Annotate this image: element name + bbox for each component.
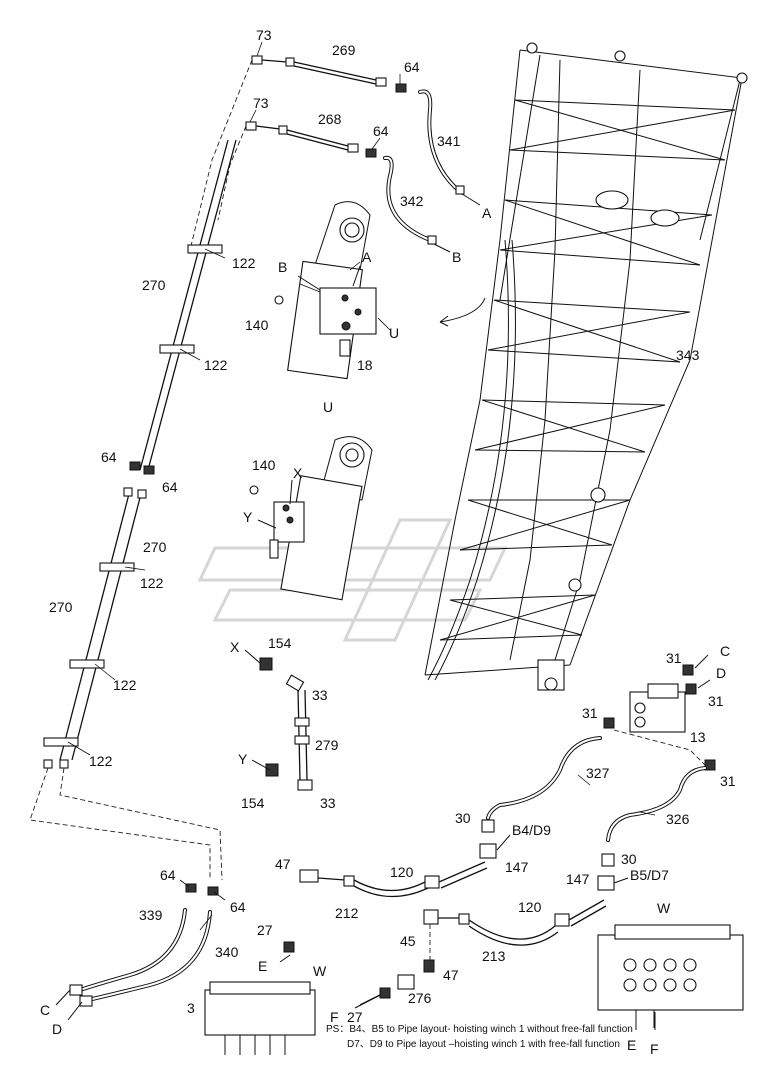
label-27b: 27 [347, 1009, 363, 1025]
label-327: 327 [586, 765, 610, 781]
label-detail-b: B [278, 259, 287, 275]
lattice-boom-343 [424, 42, 748, 691]
label-detail-x: X [293, 465, 303, 481]
label-27a: 27 [257, 922, 273, 938]
label-arrow-b1: B [452, 249, 461, 265]
pipe-279-assembly [259, 657, 313, 791]
label-343: 343 [676, 347, 700, 363]
label-154b: 154 [241, 795, 265, 811]
valve-13-assembly [603, 664, 716, 771]
label-31d: 31 [720, 773, 736, 789]
label-122a: 122 [232, 255, 256, 271]
label-270a: 270 [142, 277, 166, 293]
ps-note-line2: D7、D9 to Pipe layout –hoisting winch 1 w… [347, 1039, 620, 1050]
label-340: 340 [215, 944, 239, 960]
label-122c: 122 [140, 575, 164, 591]
part-labels: 73 269 64 341 73 268 64 342 A B 122 270 … [40, 27, 736, 1057]
label-33b: 33 [320, 795, 336, 811]
label-47a: 47 [275, 856, 291, 872]
label-arrow-f2: F [650, 1041, 659, 1057]
label-31a: 31 [666, 650, 682, 666]
label-279: 279 [315, 737, 339, 753]
ps-note: PS：B4、B5 to Pipe layout- hoisting winch … [326, 1024, 633, 1050]
rotation-arrow [439, 297, 486, 327]
label-339: 339 [139, 907, 163, 923]
label-arrow-c2: C [40, 1002, 50, 1018]
label-120a: 120 [390, 864, 414, 880]
label-view-w1: W [657, 900, 671, 916]
label-326: 326 [666, 811, 690, 827]
label-268: 268 [318, 111, 342, 127]
pipe-213-assembly [359, 899, 607, 1006]
label-18: 18 [357, 357, 373, 373]
label-30a: 30 [455, 810, 471, 826]
direction-arrows [55, 193, 711, 1030]
pipe-212-assembly [299, 861, 488, 898]
label-view-u: U [323, 399, 333, 415]
label-arrow-e2: E [627, 1037, 636, 1053]
label-140b: 140 [252, 457, 276, 473]
cylinder-detail-u [249, 436, 373, 601]
label-64f: 64 [230, 899, 246, 915]
cylinder-detail-top [274, 201, 391, 380]
label-212: 212 [335, 905, 359, 921]
label-122e: 122 [89, 753, 113, 769]
label-view-w2: W [313, 963, 327, 979]
pipe-327 [479, 736, 602, 859]
label-341: 341 [437, 133, 461, 149]
label-arrow-x: X [230, 639, 240, 655]
label-arrow-d2: D [52, 1021, 62, 1037]
label-33a: 33 [312, 687, 328, 703]
hose-339-340 [69, 883, 219, 1007]
label-213: 213 [482, 948, 506, 964]
label-30b: 30 [621, 851, 637, 867]
label-3: 3 [187, 1000, 195, 1016]
label-122d: 122 [113, 677, 137, 693]
watermark-logo [197, 518, 508, 642]
label-arrow-a1: A [482, 205, 492, 221]
label-342: 342 [400, 193, 424, 209]
label-64a: 64 [404, 59, 420, 75]
label-64d: 64 [162, 479, 178, 495]
label-port-b4-d9: B4/D9 [512, 822, 551, 838]
label-147a: 147 [505, 859, 529, 875]
label-64c: 64 [101, 449, 117, 465]
label-31b: 31 [708, 693, 724, 709]
label-45: 45 [400, 933, 416, 949]
label-270c: 270 [49, 599, 73, 615]
valve-bank-right-w [597, 924, 744, 1030]
label-147b: 147 [566, 871, 590, 887]
label-arrow-f1: F [330, 1009, 339, 1025]
label-73a: 73 [256, 27, 272, 43]
label-64e: 64 [160, 867, 176, 883]
label-47b: 47 [443, 967, 459, 983]
label-73b: 73 [253, 95, 269, 111]
label-detail-a: A [362, 249, 372, 265]
label-port-b5-d7: B5/D7 [630, 867, 669, 883]
label-64b: 64 [373, 123, 389, 139]
label-arrow-d1: D [716, 665, 726, 681]
label-269: 269 [332, 42, 356, 58]
label-154a: 154 [268, 635, 292, 651]
label-120b: 120 [518, 899, 542, 915]
label-276: 276 [408, 990, 432, 1006]
label-arrow-c1: C [720, 643, 730, 659]
pipe-269-assembly [251, 55, 465, 195]
ps-note-line1: PS：B4、B5 to Pipe layout- hoisting winch … [326, 1024, 633, 1035]
label-arrow-e1: E [258, 958, 267, 974]
label-270b: 270 [143, 539, 167, 555]
pipe-268-assembly [245, 121, 437, 245]
leader-lines [67, 41, 656, 931]
label-140a: 140 [245, 317, 269, 333]
pipe-270-route [29, 139, 237, 881]
label-arrow-y: Y [238, 751, 248, 767]
pipe-326 [597, 766, 707, 891]
label-122b: 122 [204, 357, 228, 373]
label-detail-u1: U [389, 325, 399, 341]
label-detail-y: Y [243, 509, 253, 525]
valve-bank-left-3 [204, 941, 316, 1055]
label-13: 13 [690, 729, 706, 745]
label-31c: 31 [582, 705, 598, 721]
